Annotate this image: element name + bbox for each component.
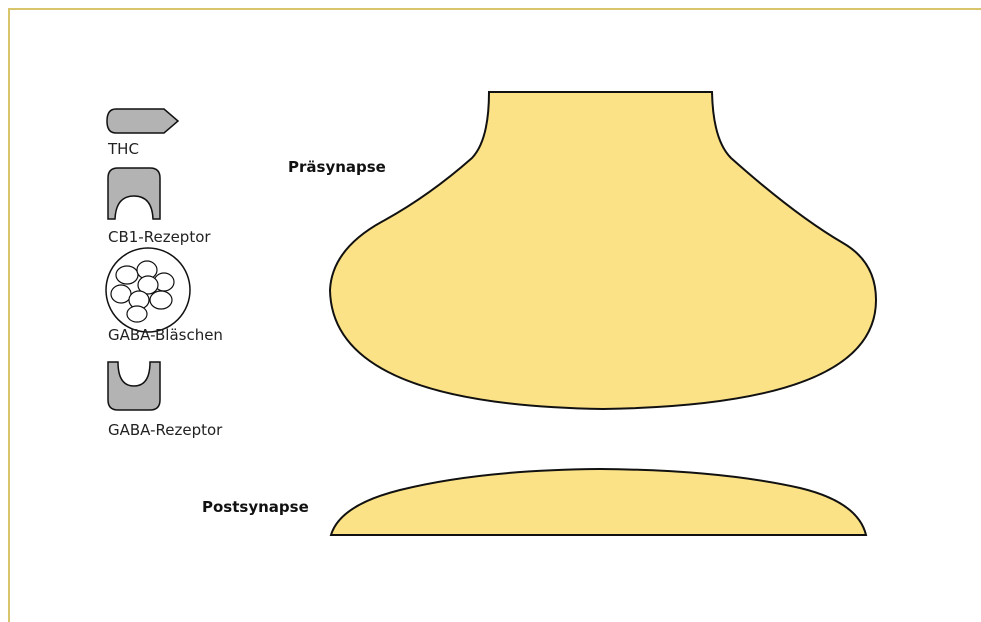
thc-icon bbox=[107, 109, 178, 133]
cb1-receptor-label: CB1-Rezeptor bbox=[108, 228, 211, 246]
gaba-vesicles-icon bbox=[106, 248, 190, 332]
postsynapse-label: Postsynapse bbox=[202, 498, 309, 516]
gaba-receptor-label: GABA-Rezeptor bbox=[108, 421, 222, 439]
thc-label: THC bbox=[108, 140, 139, 158]
gaba-vesicles-label: GABA-Bläschen bbox=[108, 326, 223, 344]
gaba-receptor-icon bbox=[108, 362, 160, 410]
postsynapse-shape bbox=[331, 469, 866, 535]
presynapse-shape bbox=[330, 92, 876, 409]
presynapse-label: Präsynapse bbox=[288, 158, 386, 176]
cb1-receptor-icon bbox=[108, 168, 160, 219]
